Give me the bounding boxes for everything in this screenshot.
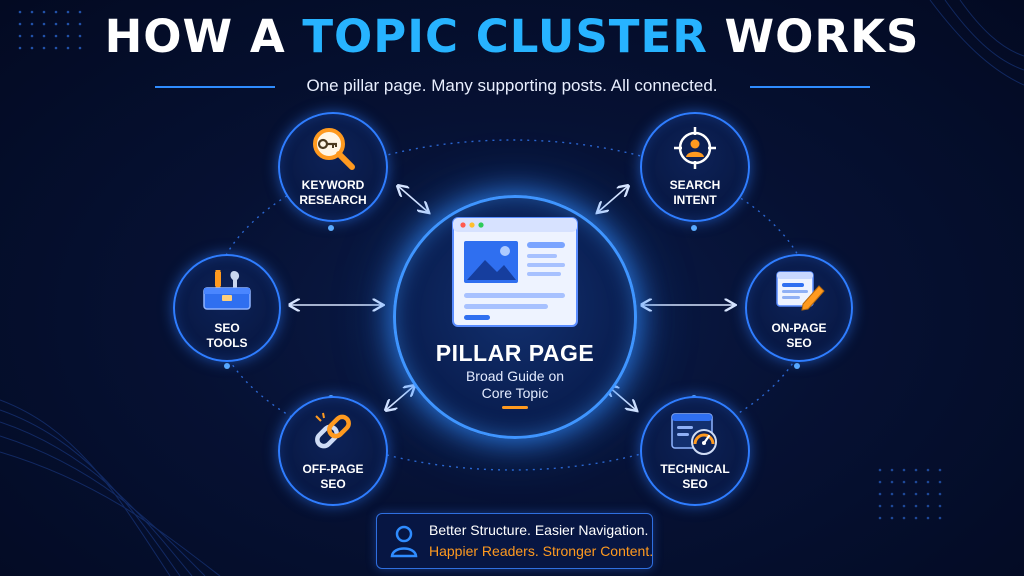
cluster-node-technical-seo: TECHNICAL SEO	[640, 396, 750, 506]
pillar-accent-bar	[502, 406, 528, 409]
dot-grid-top-left	[18, 10, 82, 50]
cluster-node-seo-tools: SEO TOOLS	[173, 254, 281, 362]
title-part-1: HOW A	[104, 10, 303, 63]
title-part-2: WORKS	[707, 10, 920, 63]
cluster-node-keyword-research: KEYWORD RESEARCH	[278, 112, 388, 222]
arrow-off-page-seo	[386, 386, 414, 410]
cluster-label-search-intent: SEARCH INTENT	[669, 178, 721, 207]
title-accent: TOPIC CLUSTER	[302, 10, 708, 63]
page-title: HOW A TOPIC CLUSTER WORKS	[0, 10, 1024, 63]
cluster-label-keyword-research: KEYWORD RESEARCH	[299, 178, 367, 207]
cluster-label-seo-tools: SEO TOOLS	[206, 321, 248, 350]
cluster-node-off-page-seo: OFF-PAGE SEO	[278, 396, 388, 506]
page-edit-icon	[776, 271, 825, 311]
cluster-label-off-page-seo: OFF-PAGE SEO	[302, 462, 364, 491]
footer-line-1: Better Structure. Easier Navigation.	[429, 522, 649, 538]
pillar-page-node: PILLAR PAGE Broad Guide on Core Topic	[393, 195, 637, 439]
cluster-label-technical-seo: TECHNICAL SEO	[660, 462, 730, 491]
arrow-keyword-research	[398, 186, 428, 212]
pillar-title: PILLAR PAGE	[435, 340, 595, 366]
toolbox-icon	[203, 270, 251, 310]
key-magnifier-icon	[313, 128, 355, 170]
user-icon	[390, 525, 418, 558]
cluster-node-search-intent: SEARCH INTENT	[640, 112, 750, 222]
page-subtitle: One pillar page. Many supporting posts. …	[306, 76, 718, 95]
cluster-label-on-page-seo: ON-PAGE SEO	[771, 321, 827, 350]
browser-window-icon	[452, 217, 578, 327]
speedometer-browser-icon	[671, 413, 717, 455]
target-person-icon	[674, 127, 716, 169]
footer-line-2: Happier Readers. Stronger Content.	[429, 543, 654, 559]
footer-benefits-box: Better Structure. Easier Navigation. Hap…	[376, 513, 653, 569]
pillar-subtitle: Broad Guide on Core Topic	[465, 368, 565, 401]
arrow-search-intent	[598, 186, 628, 212]
dot-grid-bottom-right	[878, 468, 942, 520]
cluster-node-on-page-seo: ON-PAGE SEO	[745, 254, 853, 362]
chain-link-icon	[315, 412, 351, 449]
